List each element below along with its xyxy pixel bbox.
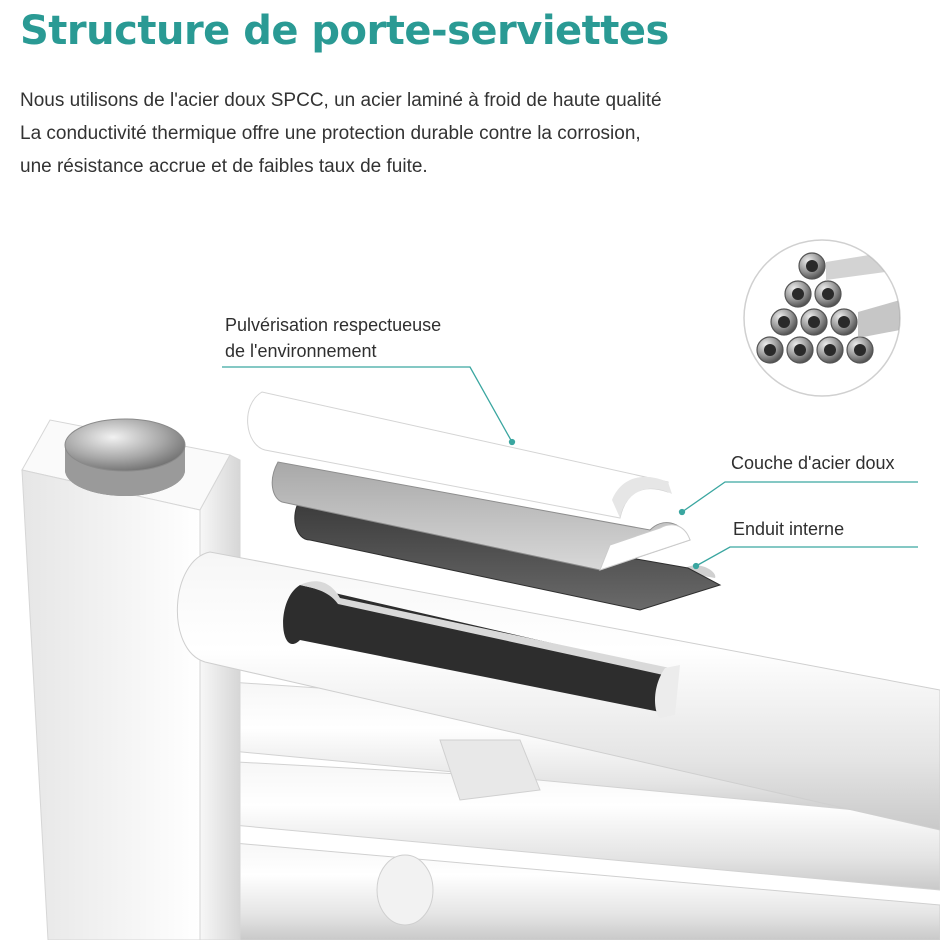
- steel-layer-label: Couche d'acier doux: [731, 453, 895, 473]
- callout-lines: [222, 366, 918, 570]
- main-bar-cutaway: [177, 551, 940, 831]
- spray-coating-label: Pulvérisation respectueuse de l'environn…: [225, 312, 441, 364]
- exploded-layers: [247, 391, 722, 611]
- chrome-cap: [64, 418, 186, 496]
- vertical-post: [21, 419, 241, 940]
- steel-pipes-bundle-icon: [743, 239, 901, 397]
- page-title: Structure de porte-serviettes: [20, 8, 669, 54]
- description: Nous utilisons de l'acier doux SPCC, un …: [20, 84, 662, 183]
- spray-coating-label-line2: de l'environnement: [225, 341, 377, 361]
- inner-coating-label: Enduit interne: [733, 519, 845, 539]
- description-line: Nous utilisons de l'acier doux SPCC, un …: [20, 90, 662, 111]
- description-line: une résistance accrue et de faibles taux…: [20, 156, 428, 177]
- spray-coating-label-line1: Pulvérisation respectueuse: [225, 315, 442, 335]
- description-line: La conductivité thermique offre une prot…: [20, 123, 641, 144]
